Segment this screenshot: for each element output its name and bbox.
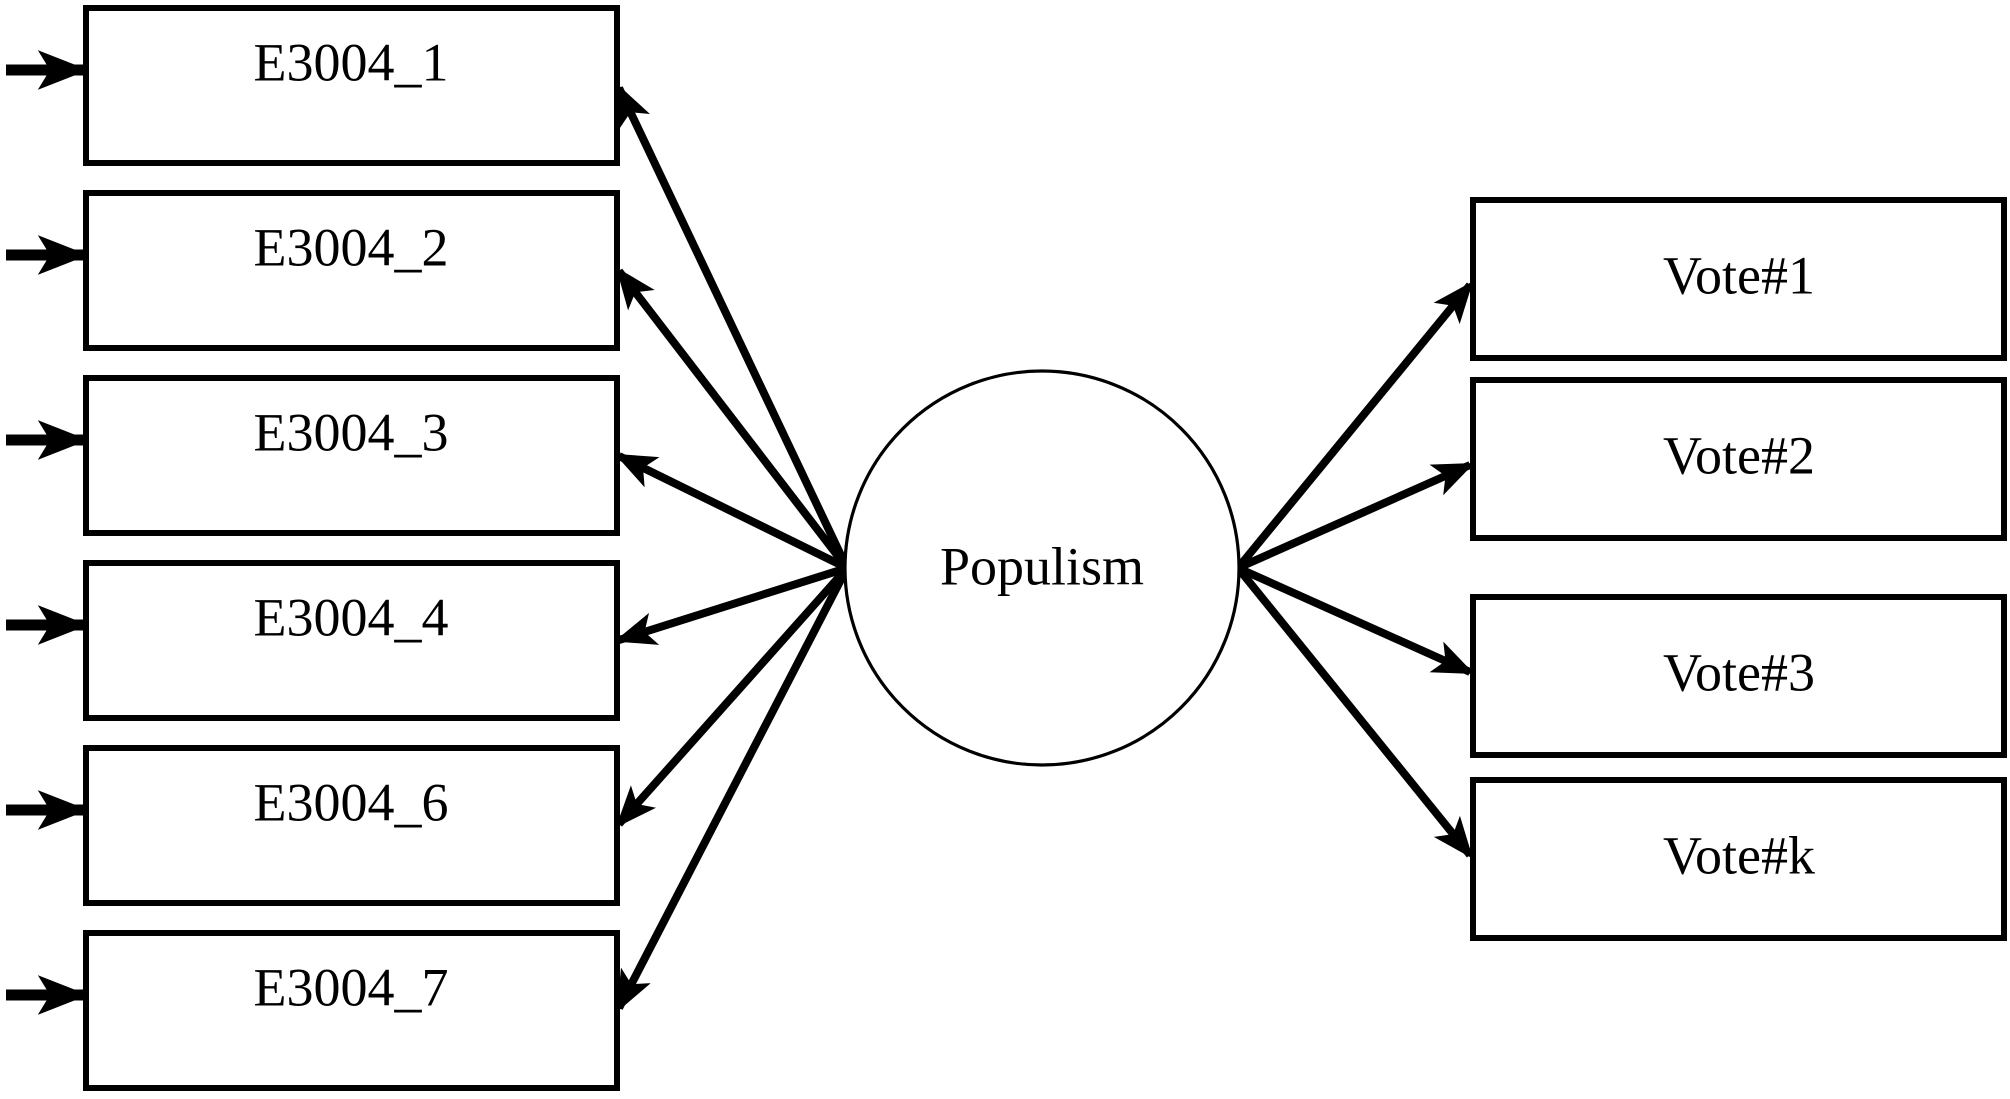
outcome-label: Vote#3 (1663, 642, 1815, 702)
outcome-rect[interactable] (1470, 197, 2007, 361)
indicator-rect[interactable] (83, 745, 620, 906)
structural-path-to-Vote3 (1236, 564, 1475, 676)
outcome-rect[interactable] (1470, 594, 2007, 758)
loading-path-to-E3004_7 (615, 566, 851, 1013)
indicator-box-E3004_2[interactable]: E3004_2 (83, 190, 620, 351)
indicator-label: E3004_4 (254, 587, 449, 647)
indicator-rect[interactable] (83, 190, 620, 351)
residual-arrows-group (6, 50, 89, 1015)
indicator-rect[interactable] (83, 560, 620, 721)
loading-paths-group (614, 83, 851, 1013)
outcome-box-Votek[interactable]: Vote#k (1470, 777, 2007, 941)
outcome-label: Vote#2 (1663, 425, 1815, 485)
indicator-rect[interactable] (83, 930, 620, 1091)
indicator-label: E3004_6 (254, 772, 449, 832)
outcome-label: Vote#k (1663, 825, 1815, 885)
structural-path-to-Vote2 (1236, 461, 1475, 572)
indicator-label: E3004_3 (254, 402, 449, 462)
latent-label: Populism (940, 536, 1144, 596)
outcome-box-Vote1[interactable]: Vote#1 (1470, 197, 2007, 361)
loading-path-to-E3004_6 (615, 565, 850, 828)
loading-path-to-E3004_1 (615, 83, 851, 570)
outcome-box-Vote3[interactable]: Vote#3 (1470, 594, 2007, 758)
latent-variable-node[interactable]: Populism (843, 369, 1241, 767)
indicator-box-E3004_7[interactable]: E3004_7 (83, 930, 620, 1091)
outcome-box-Vote2[interactable]: Vote#2 (1470, 377, 2007, 541)
structural-paths-group (1234, 281, 1475, 859)
indicator-box-E3004_1[interactable]: E3004_1 (83, 5, 620, 166)
indicator-box-E3004_3[interactable]: E3004_3 (83, 375, 620, 536)
indicator-label: E3004_7 (254, 957, 449, 1017)
indicator-rect[interactable] (83, 375, 620, 536)
indicator-box-E3004_6[interactable]: E3004_6 (83, 745, 620, 906)
indicator-rect[interactable] (83, 5, 620, 166)
indicator-label: E3004_1 (254, 32, 449, 92)
indicator-label: E3004_2 (254, 217, 449, 277)
loading-path-to-E3004_3 (614, 452, 849, 572)
indicator-boxes-group: E3004_1 E3004_2 E3004_3 E3004_4 E3004_6 … (83, 5, 620, 1091)
latent-circle-shape[interactable] (843, 369, 1241, 767)
outcome-label: Vote#1 (1663, 245, 1815, 305)
loading-path-to-E3004_2 (615, 267, 851, 571)
loading-path-to-E3004_4 (614, 564, 849, 645)
outcome-boxes-group: Vote#1 Vote#2 Vote#3 Vote#k (1470, 197, 2007, 941)
indicator-box-E3004_4[interactable]: E3004_4 (83, 560, 620, 721)
outcome-rect[interactable] (1470, 377, 2007, 541)
structural-path-to-Vote1 (1234, 281, 1474, 571)
outcome-rect[interactable] (1470, 777, 2007, 941)
structural-path-to-Votek (1234, 565, 1474, 859)
